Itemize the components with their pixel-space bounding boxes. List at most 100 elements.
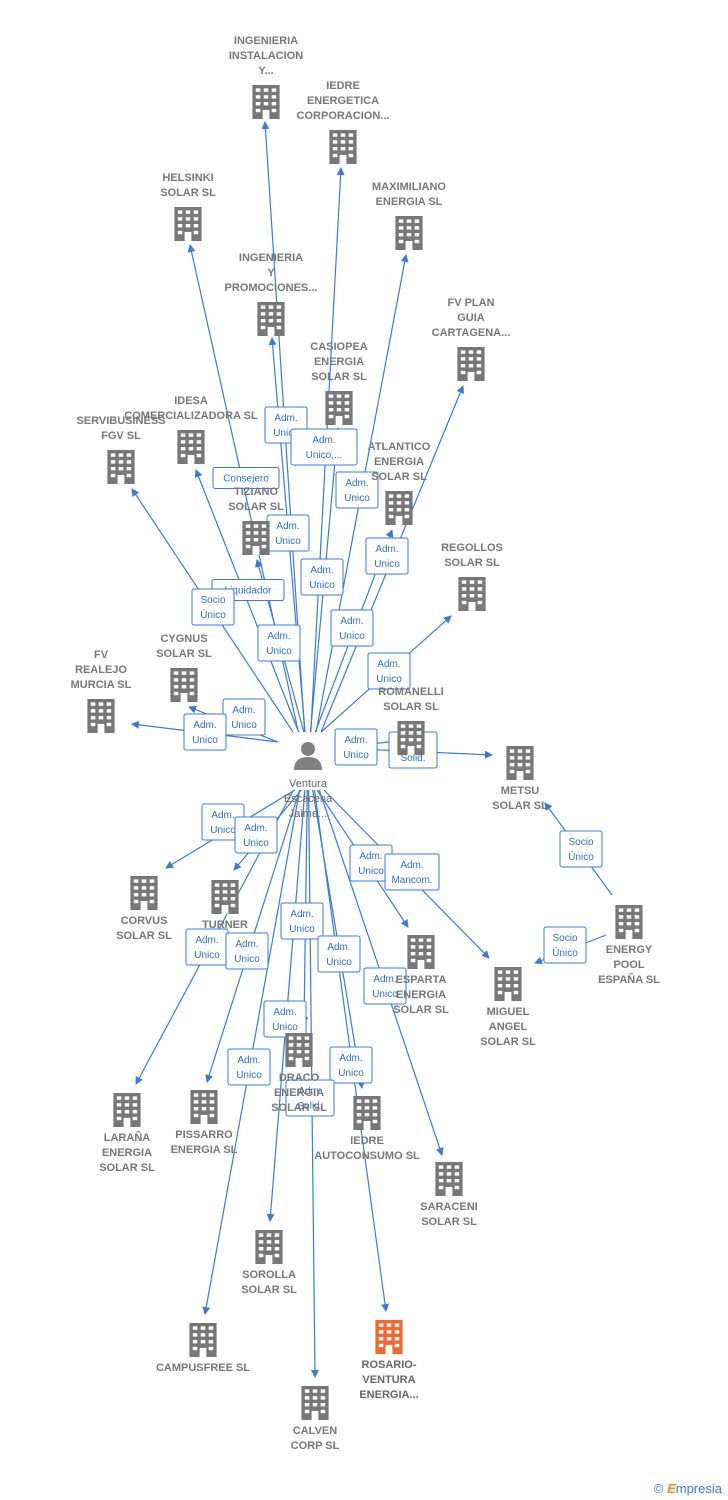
edge-label-regollos[interactable]: Adm.Unico [367,652,411,690]
node-iedre-energetica[interactable]: IEDREENERGETICACORPORACION... [297,80,390,164]
edge-label-draco[interactable]: Adm.Unico [280,902,324,940]
edge-label-box [334,728,378,766]
edge-label-iedre-energetica[interactable]: Adm.Unico,... [290,428,358,466]
edge-label-atlantico[interactable]: Adm.Unico [330,609,374,647]
edge-label-rosario[interactable]: Adm.Unico [329,1046,373,1084]
edge-label-text: Socio [552,933,577,944]
building-icon [375,1320,403,1354]
node-label: ATLANTICO [368,441,431,453]
edge-label-pissarro[interactable]: Adm.Unico [225,932,269,970]
edge-label-text: Socio [200,595,225,606]
edge-label-text: Único [568,850,594,863]
edge-label-text: Unico [210,825,236,836]
edge-label-larana[interactable]: Adm.Unico [185,928,229,966]
edge-label-esparta[interactable]: Adm.Unico [349,844,393,882]
edge-label-box [191,588,235,626]
edge-label-text: Adm. [232,705,255,716]
node-fv-plan-guia[interactable]: FV PLANGUIACARTAGENA... [432,297,511,381]
node-ingenieria-promociones[interactable]: INGENIERIAYPROMOCIONES... [225,252,318,336]
node-label: FV PLAN [447,297,494,309]
edge-label-saraceni[interactable]: Adm.Unico [363,967,407,1005]
node-label: SOLAR SL [241,1284,297,1296]
node-rosario[interactable]: ROSARIO-VENTURAENERGIA... [359,1320,419,1401]
edge-label-text: Adm. [244,823,267,834]
node-label: COMERCIALIZADORA SL [124,410,258,422]
edge-label-cygnus[interactable]: Adm.Unico [222,698,266,736]
edge-label-tiziano[interactable]: Adm.Unico [257,624,301,662]
copyright-icon: © [653,1481,664,1496]
edge-label-box [317,935,361,973]
edge-label-text: Unico [343,750,369,761]
node-ingenieria-instalacion[interactable]: INGENIERIAINSTALACIONY... [229,35,303,119]
node-label: REALEJO [75,664,127,676]
edge-label-text: Unico [374,559,400,570]
node-label: ENERGIA [314,356,364,368]
edge-label-turner[interactable]: Adm.Unico [234,816,278,854]
edge-label-text: Adm. [359,851,382,862]
edge-label-ingenieria-promociones[interactable]: Adm.Unico [266,514,310,552]
node-label: ENERGIA [102,1147,152,1159]
node-label: INGENIERIA [234,35,298,47]
node-label: REGOLLOS [441,542,503,554]
edge-label-campusfree[interactable]: Adm.Unico [227,1048,271,1086]
node-label: DRACO [279,1072,320,1084]
edge-label-iedre-autoconsumo[interactable]: Adm.Unico [317,935,361,973]
edge-label-fv-plan-guia[interactable]: Adm.Unico [365,537,409,575]
edge-label-text: Adm. [373,974,396,985]
edge-label-sorolla[interactable]: Adm.Unico [263,1000,307,1038]
building-icon [325,391,353,425]
node-campusfree[interactable]: CAMPUSFREE SL [156,1323,250,1374]
node-label: SOLAR SL [99,1162,155,1174]
edge-label-box [227,1048,271,1086]
edge-label-romanelli[interactable]: Adm.Unico [334,728,378,766]
node-label: SOLAR SL [383,701,439,713]
edge-label-fv-realejo[interactable]: Adm.Unico [183,713,227,751]
edge-label-miguel-angel[interactable]: Adm.Mancom. [384,853,440,891]
edge-label-calven[interactable]: Adm.Solid. [285,1079,335,1117]
node-label: GUIA [457,312,485,324]
edge-label-text: Adm. [274,413,297,424]
edge-label-casiopea[interactable]: Adm.Unico [300,558,344,596]
node-label: AUTOCONSUMO SL [314,1150,420,1162]
edge-label-maximiliano[interactable]: Adm.Unico [335,471,379,509]
building-icon [255,1230,283,1264]
edge-label-box [263,1000,307,1038]
edge-label-text: Adm. [290,909,313,920]
node-turner[interactable]: TURNER [202,880,248,931]
node-label: MAXIMILIANO [372,181,446,193]
edge-label-box [365,537,409,575]
node-label: VENTURA [362,1374,415,1386]
node-ventura[interactable]: VenturaEscacenaJaime... [284,742,333,820]
edge-label-helsinki[interactable]: Consejero [212,467,280,489]
watermark: © Empresia [654,1481,722,1496]
node-label: MIGUEL [487,1006,530,1018]
node-label: Y... [258,65,273,77]
edge-label-box [257,624,301,662]
